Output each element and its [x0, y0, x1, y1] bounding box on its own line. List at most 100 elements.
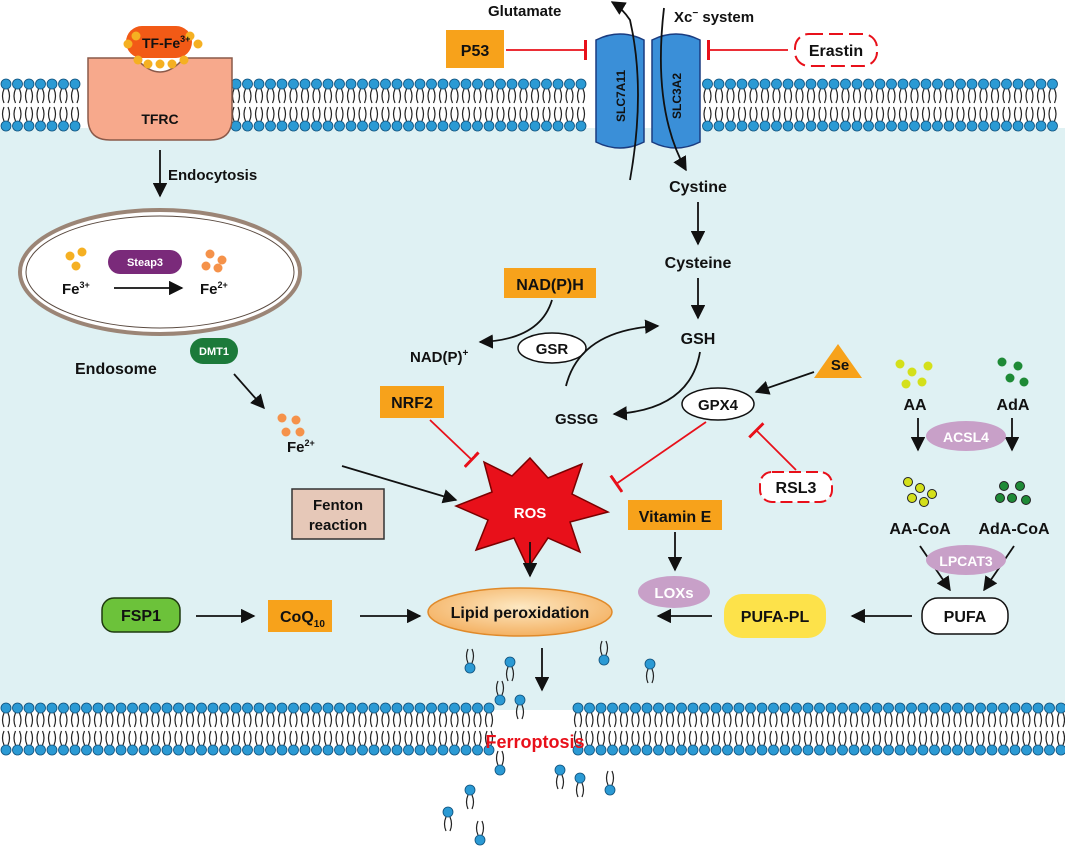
lipid-molecule [894, 730, 906, 756]
lipid-molecule [426, 106, 437, 132]
lipid-molecule [955, 78, 966, 104]
lipid-molecule [825, 702, 837, 728]
lipid-molecule [871, 702, 883, 728]
lipid-molecule [840, 78, 851, 104]
lipid-molecule [115, 702, 127, 728]
lipid-molecule [733, 702, 745, 728]
lipid-molecule [802, 730, 814, 756]
lipid-molecule [825, 730, 837, 756]
lipid-molecule [595, 730, 607, 756]
lipid-molecule [725, 106, 736, 132]
endocytosis-label: Endocytosis [168, 167, 257, 184]
lipid-molecule [449, 730, 460, 756]
ferroptosis-label: Ferroptosis [485, 732, 584, 752]
lipid-molecule [848, 702, 860, 728]
lipid-molecule [58, 106, 69, 132]
lipid-molecule [35, 730, 46, 756]
lipid-molecule [702, 78, 713, 104]
lipid-molecule [653, 730, 664, 756]
lipid-molecule [1035, 106, 1047, 132]
fenton-label-line2: reaction [309, 517, 367, 534]
lipid-molecule [426, 730, 437, 756]
lipid-molecule [863, 106, 874, 132]
nadp-label: NAD(P)+ [410, 348, 469, 366]
ada-dots [997, 357, 1029, 387]
lipid-molecule [483, 106, 495, 132]
lipid-molecule [35, 106, 46, 132]
lipid-molecule [874, 78, 886, 104]
lipid-molecule [664, 702, 676, 728]
acsl4-label: ACSL4 [943, 429, 989, 445]
lipid-molecule [759, 78, 771, 104]
endosome-inner-membrane [25, 215, 295, 329]
lipid-molecule [572, 730, 584, 756]
fenton-label-line1: Fenton [313, 497, 363, 514]
se-triangle [814, 344, 862, 378]
tfrc-receptor [87, 57, 233, 141]
lipid-molecule [23, 106, 35, 132]
lipid-molecule [779, 730, 791, 756]
lipid-molecule [437, 702, 449, 728]
lipid-molecule [322, 78, 334, 104]
lipid-molecule [943, 78, 955, 104]
lipid-molecule [494, 680, 506, 706]
tf-iron-dots [123, 31, 203, 69]
lipid-molecule [1044, 730, 1055, 756]
plasma-membrane-bottom-right [572, 702, 1065, 756]
fe3-dots [65, 247, 87, 271]
lipid-molecule [391, 78, 403, 104]
se-to-gpx4-arrow [754, 371, 815, 395]
lipid-molecule [840, 106, 851, 132]
rsl3-box [759, 471, 833, 503]
lipid-molecule [713, 106, 725, 132]
lipid-molecule [472, 78, 483, 104]
lipid-molecule [104, 702, 115, 728]
lipid-molecule [207, 702, 219, 728]
ros-label: ROS [514, 505, 547, 522]
lipid-molecule [414, 702, 426, 728]
lipid-molecule [403, 106, 414, 132]
cystine-label: Cystine [669, 179, 727, 196]
lipid-molecule [46, 78, 58, 104]
lipid-molecule [276, 106, 288, 132]
lipid-molecule [69, 106, 81, 132]
lipid-molecule [368, 730, 380, 756]
lipid-molecule [906, 702, 917, 728]
lipid-molecule [242, 702, 253, 728]
lipid-molecule [564, 106, 575, 132]
lipid-molecule [58, 702, 69, 728]
lipid-molecule [334, 702, 345, 728]
lipid-molecule [196, 702, 207, 728]
lipid-molecule [756, 730, 768, 756]
lipid-molecule [955, 106, 966, 132]
lipid-molecule [529, 78, 541, 104]
lipid-molecule [676, 702, 687, 728]
lipid-molecule [607, 702, 618, 728]
erastin-box [794, 33, 878, 67]
scattered-lipids [442, 640, 656, 846]
lipid-molecule [46, 106, 58, 132]
p53-label: P53 [461, 43, 490, 60]
lipid-molecule [917, 730, 929, 756]
slc3a2-label: SLC3A2 [670, 73, 684, 119]
lipid-molecule [929, 702, 940, 728]
lipid-molecule [495, 78, 506, 104]
lipid-molecule [483, 730, 495, 756]
lipid-molecule [572, 702, 584, 728]
lipid-molecule [630, 730, 641, 756]
lipid-molecule [986, 730, 998, 756]
lipid-molecule [115, 730, 127, 756]
lipid-molecule [986, 702, 998, 728]
gssg-to-gsh-arrow [565, 319, 660, 387]
lipid-molecule [710, 702, 722, 728]
nadph-box [504, 268, 596, 298]
lipid-molecule [1021, 702, 1032, 728]
lipid-molecule [23, 78, 35, 104]
lipid-molecule [322, 106, 334, 132]
lipid-molecule [518, 78, 529, 104]
lipid-molecule [0, 702, 12, 728]
lipid-molecule [460, 730, 472, 756]
lipid-molecule [607, 730, 618, 756]
lipid-molecule [978, 106, 989, 132]
